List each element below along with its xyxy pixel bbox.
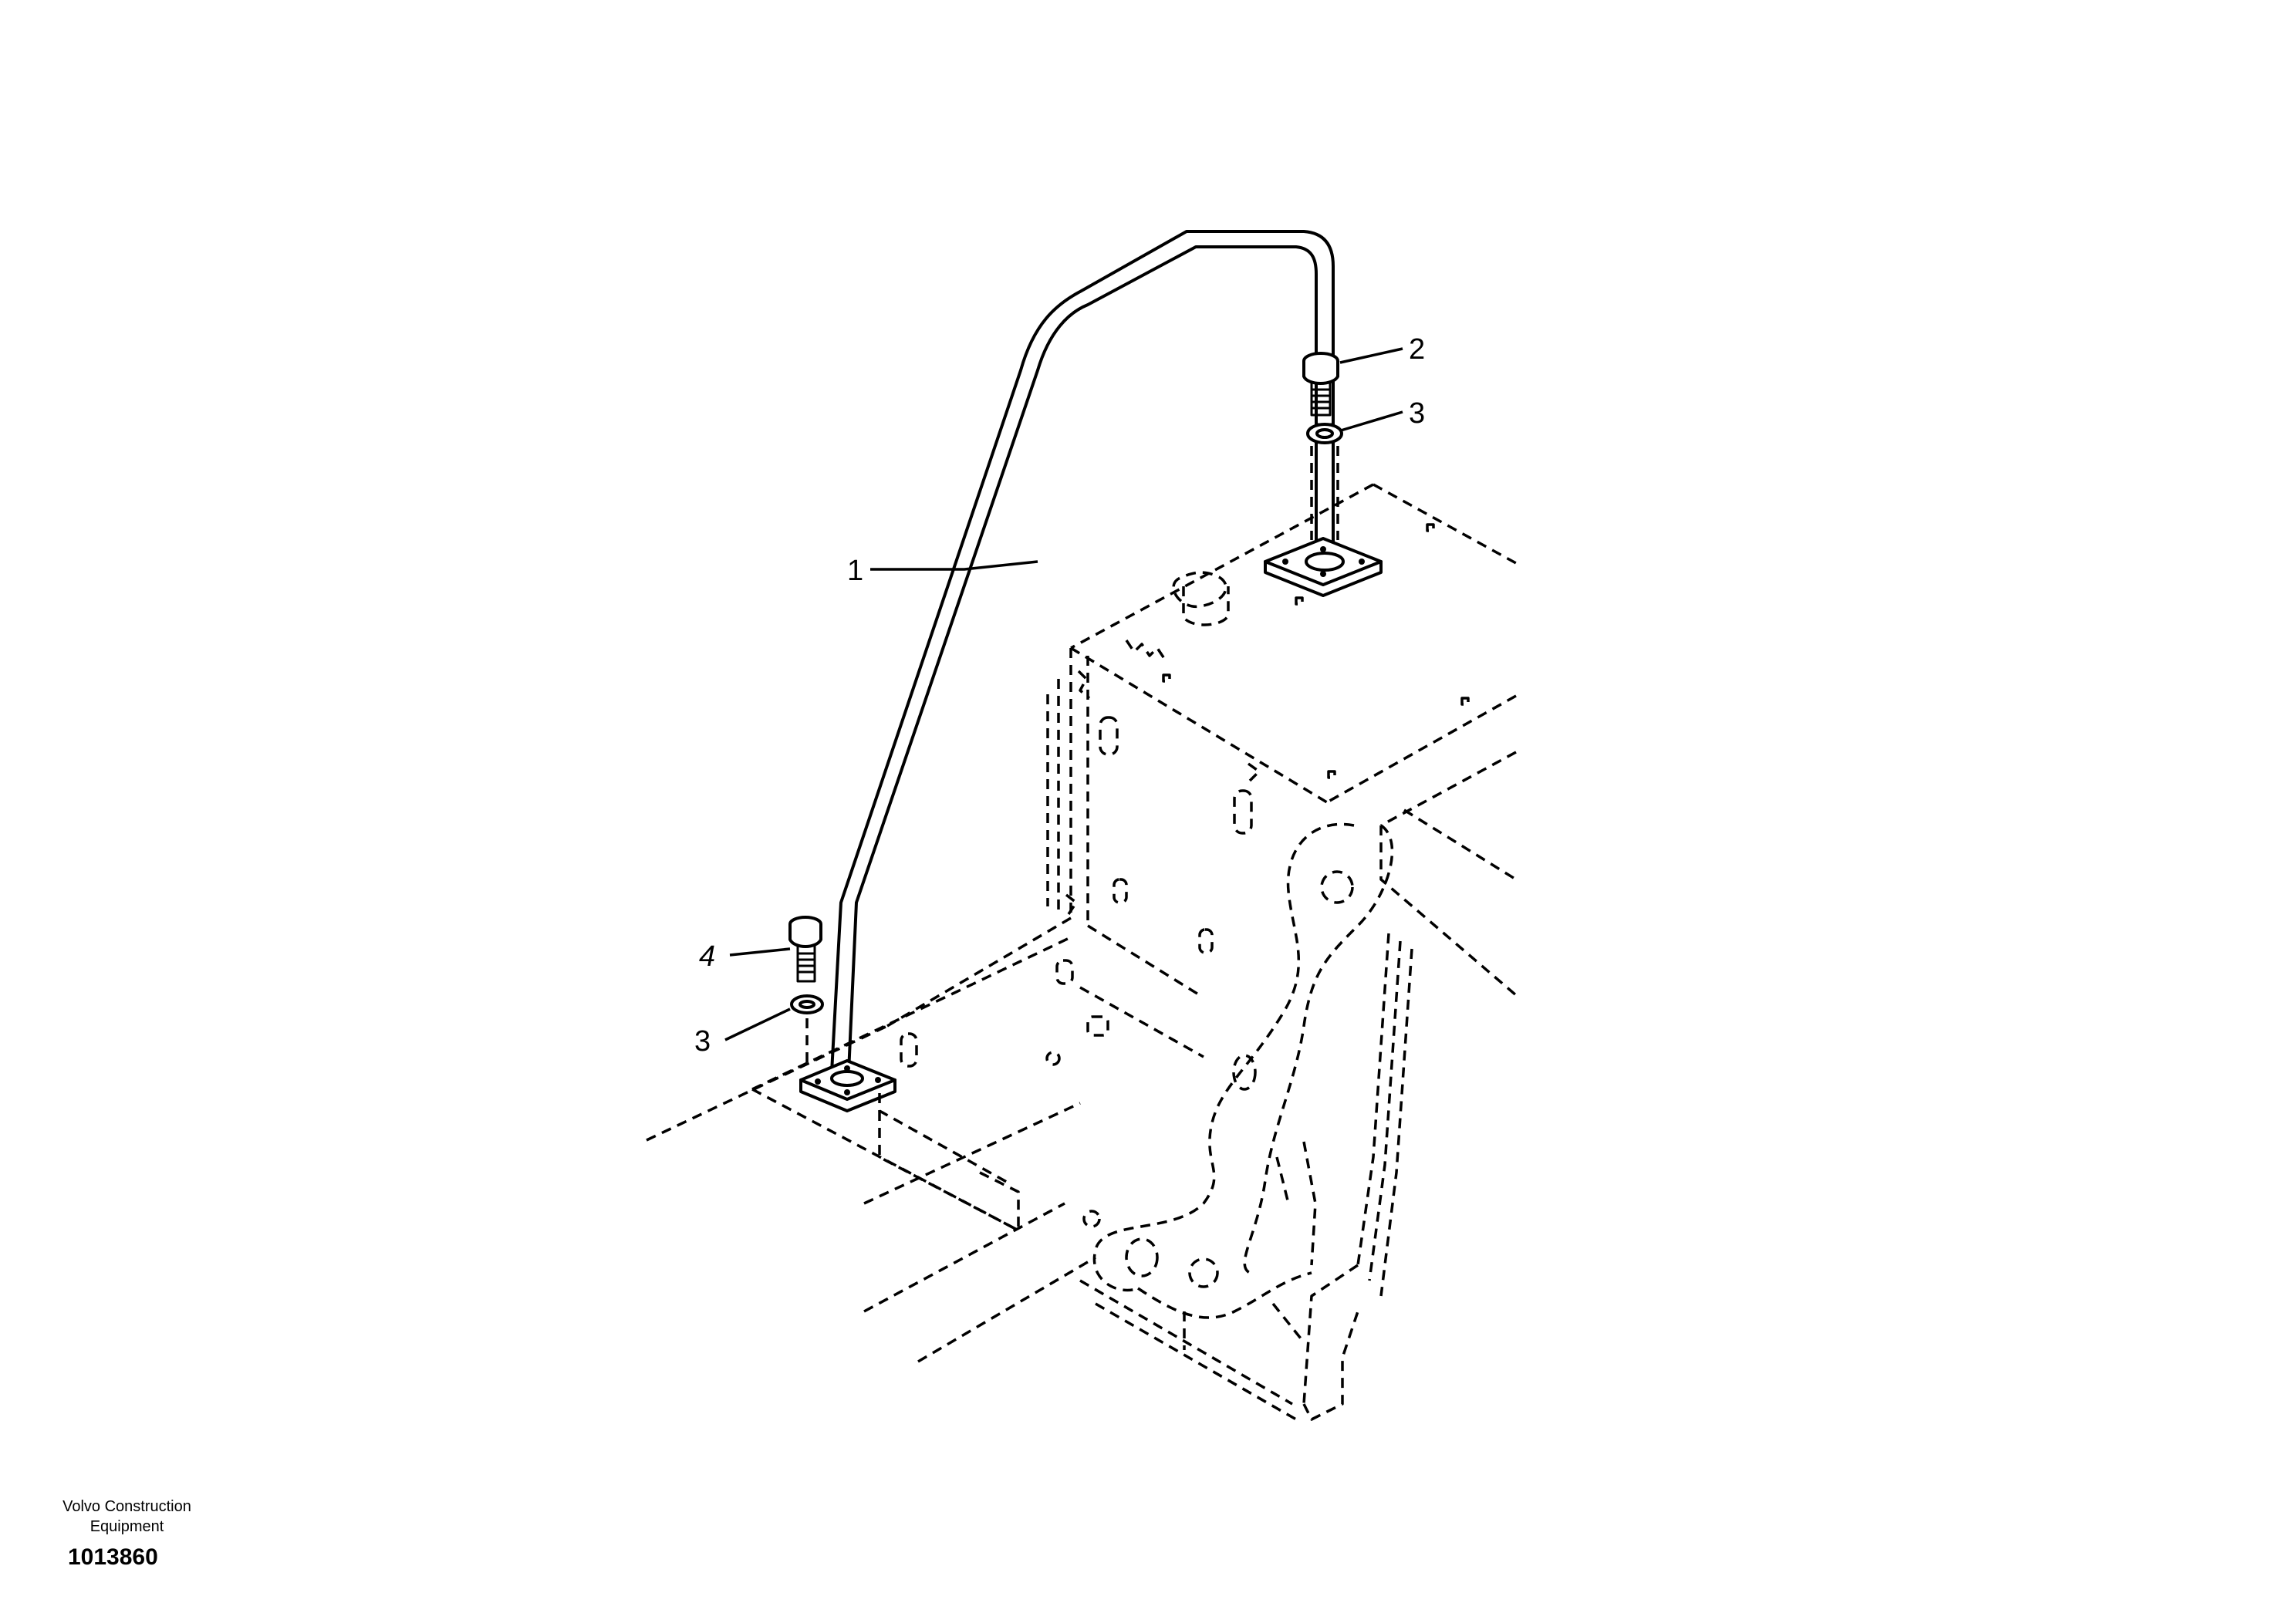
- washer-top: [1306, 423, 1343, 540]
- company-name-line1: Volvo Construction: [62, 1498, 191, 1515]
- callout-1: 1: [847, 555, 863, 587]
- callout-2: 2: [1409, 333, 1425, 366]
- handrail: [799, 230, 1383, 1112]
- washer-bottom: [790, 994, 824, 1066]
- drawing-number: 1013860: [68, 1544, 158, 1570]
- company-name-line2: Equipment: [89, 1518, 164, 1535]
- callout-leaders: [724, 347, 1403, 1041]
- callout-3-top: 3: [1409, 397, 1425, 430]
- footer: Volvo Construction Equipment 1013860: [40, 1497, 214, 1571]
- machine-body-outline: [646, 483, 1518, 1421]
- bolt-top: [1302, 352, 1339, 417]
- bolt-bottom: [788, 916, 822, 983]
- callout-3-bottom: 3: [694, 1025, 711, 1058]
- callout-4: 4: [699, 940, 715, 973]
